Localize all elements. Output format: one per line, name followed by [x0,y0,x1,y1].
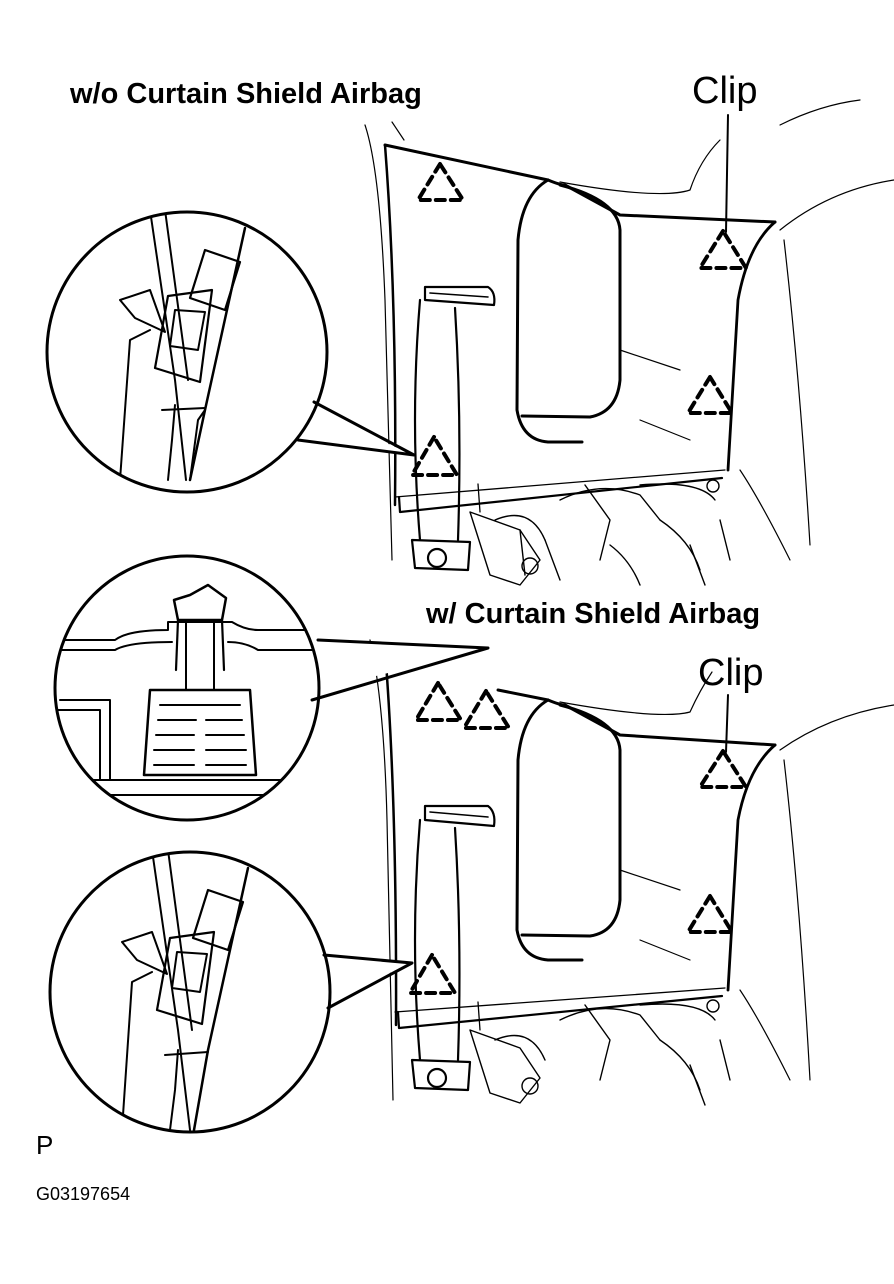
clip-marker-top-4 [410,435,459,477]
clip-label-bottom: Clip [698,652,764,694]
seat-belt-bottom [410,804,496,1092]
title-with-curtain-airbag: w/ Curtain Shield Airbag [426,598,761,630]
lower-mechanism-top [469,479,731,586]
page-marker: P [36,1130,54,1160]
clip-leader-bottom [725,694,729,753]
clip-marker-bottom-1 [414,681,463,722]
clip-leader-top [725,114,729,233]
quarter-trim-panel-bottom [369,639,894,1101]
detail-circle-top [45,210,416,494]
quarter-trim-panel-top [364,99,894,561]
figure-code: G03197654 [36,1184,131,1204]
clip-marker-bottom-4 [686,894,734,934]
detail-circle-clip [53,554,490,822]
detail-circle-bottom [48,850,414,1134]
lower-mechanism-bottom [469,999,731,1106]
title-without-curtain-airbag: w/o Curtain Shield Airbag [70,78,422,110]
clip-marker-top-3 [686,375,734,415]
clip-marker-bottom-2 [462,689,511,730]
clip-marker-top-2 [698,229,748,270]
clip-marker-top-1 [416,162,465,202]
clip-marker-bottom-5 [408,953,457,995]
clip-marker-bottom-3 [698,749,748,789]
clip-label-top: Clip [692,70,758,112]
seat-belt-top [410,285,496,572]
